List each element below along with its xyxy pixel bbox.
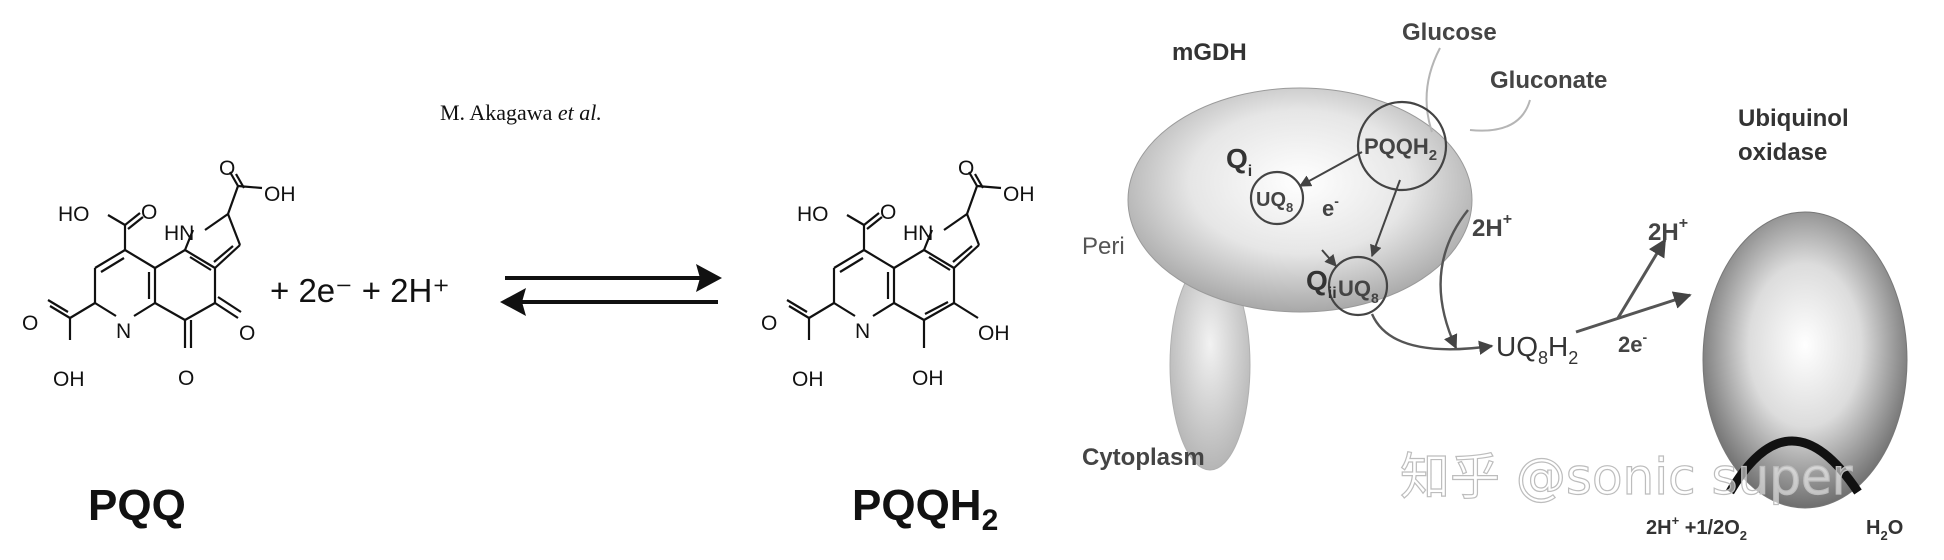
svg-text:O: O	[22, 312, 38, 335]
svg-text:HO: HO	[58, 203, 90, 226]
watermark-text: 知乎 @sonic super	[1400, 448, 1853, 506]
svg-text:HO: HO	[797, 203, 829, 226]
oxidase-label-line1: Ubiquinol	[1738, 105, 1849, 132]
svg-text:N: N	[855, 320, 870, 343]
svg-text:O: O	[958, 157, 974, 180]
svg-text:O: O	[219, 157, 235, 180]
svg-text:O: O	[178, 367, 194, 390]
oxidase-reactants-label: 2H+ +1/2O2	[1646, 513, 1747, 543]
oxidase-product-label: H2O	[1866, 517, 1903, 543]
oxidase-reaction-arc	[1726, 436, 1862, 495]
svg-text:O: O	[761, 312, 777, 335]
svg-text:OH: OH	[1003, 183, 1035, 206]
pqqh2-atom-labels: HO O HN O OH O OH N OH OH	[761, 157, 1035, 391]
qii-label: Qii	[1306, 265, 1337, 302]
pqq-label: PQQ	[88, 481, 186, 530]
qi-label: Qi	[1226, 143, 1252, 180]
electron-label: e-	[1322, 193, 1339, 221]
pqqh2-label: PQQH2	[852, 481, 998, 537]
uq8-qii-circle	[1327, 255, 1389, 317]
svg-text:OH: OH	[792, 368, 824, 391]
svg-text:N: N	[116, 320, 131, 343]
gluconate-label: Gluconate	[1490, 67, 1607, 94]
mgdh-body	[1127, 87, 1473, 313]
uq8h2-label: UQ8H2	[1496, 331, 1578, 368]
proton-left-label: 2H+	[1472, 211, 1512, 242]
svg-text:OH: OH	[53, 368, 85, 391]
glucose-label: Glucose	[1402, 19, 1497, 46]
pqqh2-circle	[1356, 100, 1448, 192]
equilibrium-arrows	[500, 264, 722, 316]
cytoplasm-label: Cytoplasm	[1082, 444, 1205, 471]
enzyme-diagram	[1127, 47, 1908, 509]
oxidase-label-line2: oxidase	[1738, 139, 1827, 166]
svg-text:OH: OH	[978, 322, 1010, 345]
proton-right-label: 2H+	[1648, 215, 1688, 246]
ubiquinol-oxidase-body	[1702, 211, 1908, 509]
peri-label: Peri	[1082, 233, 1125, 260]
pqq-atom-labels: HO O HN O OH O OH N O O	[22, 157, 296, 391]
pqqh2-structure	[786, 171, 1002, 348]
svg-text:OH: OH	[912, 367, 944, 390]
author-line: M. Akagawa et al.	[440, 100, 602, 125]
svg-text:O: O	[239, 322, 255, 345]
svg-text:O: O	[141, 201, 157, 224]
svg-text:HN: HN	[903, 222, 933, 245]
enzyme-diagram-labels: mGDH Glucose Gluconate Qi PQQH2 UQ8 e- Q…	[1082, 19, 1903, 543]
pqqh2-inner-label: PQQH2	[1364, 134, 1437, 164]
equation-text: + 2e⁻ + 2H⁺	[270, 272, 450, 309]
svg-text:HN: HN	[164, 222, 194, 245]
electron-right-label: 2e-	[1618, 329, 1647, 357]
pqq-structure	[47, 171, 263, 348]
svg-text:OH: OH	[264, 183, 296, 206]
uq8-qii-label: UQ8	[1338, 276, 1379, 306]
mgdh-label: mGDH	[1172, 39, 1247, 66]
uq8-qi-label: UQ8	[1256, 189, 1293, 215]
svg-text:O: O	[880, 201, 896, 224]
uq8-qi-circle	[1249, 170, 1305, 226]
